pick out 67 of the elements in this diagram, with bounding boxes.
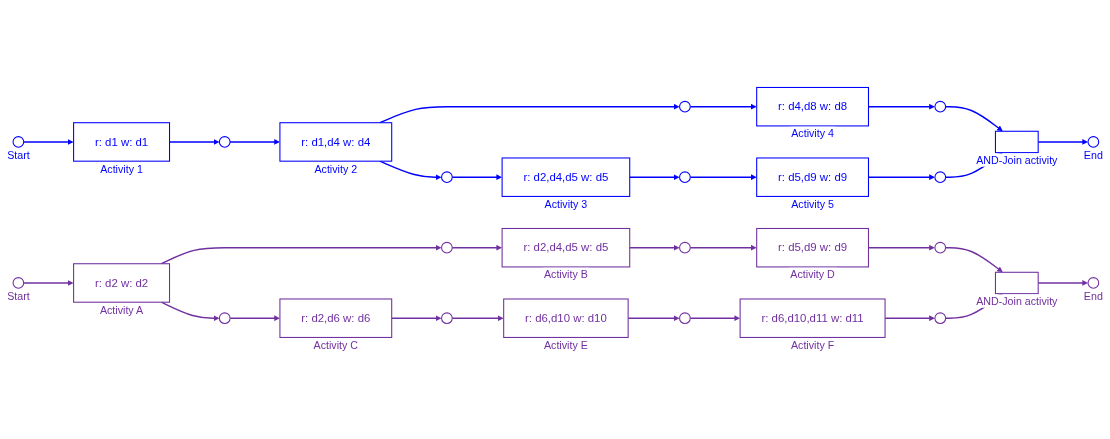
node-box: r: d2,d6 w: d6	[279, 298, 393, 338]
caption-text: AND-Join activity	[976, 295, 1058, 308]
node-box: r: d5,d9 w: d9	[756, 157, 869, 197]
node-box: r: d6,d10 w: d10	[503, 298, 629, 338]
node-box: r: d2 w: d2	[73, 263, 171, 303]
caption-text: Activity A	[99, 303, 144, 316]
node-circle	[218, 136, 231, 148]
node-circle	[12, 277, 25, 289]
arrow	[689, 244, 757, 251]
caption-text: Activity B	[543, 268, 588, 281]
node-circle	[679, 241, 691, 254]
arrow	[229, 139, 280, 145]
arrow	[160, 244, 442, 265]
arrow	[451, 315, 504, 322]
caption-text: Start	[7, 148, 30, 161]
node-circle	[934, 100, 947, 113]
caption-text: Activity D	[790, 268, 835, 281]
arrow	[379, 103, 680, 124]
caption-text: Activity 5	[791, 197, 834, 210]
node-circle	[934, 241, 947, 254]
node-circle	[441, 171, 453, 184]
node-circle	[1087, 136, 1100, 148]
node-box: r: d5,d9 w: d9	[756, 227, 869, 268]
arrow	[160, 301, 220, 322]
caption-text: Start	[7, 289, 30, 302]
node-circle	[12, 136, 25, 148]
node-box: r: d4,d8 w: d8	[756, 86, 869, 127]
node-circle	[441, 241, 453, 254]
caption-text: Activity E	[543, 338, 588, 351]
node-box: r: d2,d4,d5 w: d5	[501, 227, 631, 268]
caption-text: Activity 4	[791, 127, 834, 140]
arrow	[451, 244, 503, 251]
arrow	[391, 315, 442, 322]
arrow	[629, 174, 680, 181]
arrow	[689, 174, 757, 181]
node-circle	[934, 171, 947, 184]
arrow	[451, 174, 503, 181]
arrow	[689, 315, 741, 322]
arrow	[944, 106, 1003, 132]
node-box	[994, 130, 1039, 154]
arrow	[629, 244, 680, 251]
node-circle	[679, 312, 691, 325]
node-box: r: d1,d4 w: d4	[279, 122, 393, 162]
node-circle	[679, 171, 691, 184]
node-circle	[441, 312, 453, 325]
node-circle	[218, 312, 231, 325]
node-circle	[1087, 277, 1100, 289]
arrow	[23, 280, 74, 286]
arrow	[944, 247, 1003, 273]
caption-text: AND-Join activity	[976, 154, 1058, 167]
arrow	[229, 315, 280, 322]
arrow	[23, 139, 74, 145]
arrow	[689, 103, 757, 110]
node-box: r: d6,d10,d11 w: d11	[739, 298, 886, 338]
node-box	[994, 271, 1039, 295]
caption-text: Activity 2	[314, 162, 358, 175]
arrow	[379, 160, 442, 181]
caption-text: End	[1083, 148, 1103, 161]
node-circle	[934, 312, 947, 325]
node-box: r: d1 w: d1	[73, 122, 171, 162]
caption-text: Activity F	[790, 338, 835, 351]
node-circle	[679, 100, 691, 113]
caption-text: Activity 1	[100, 162, 143, 175]
caption-text: Activity 3	[544, 197, 588, 210]
caption-text: End	[1083, 289, 1103, 302]
caption-text: Activity C	[313, 338, 359, 351]
node-box: r: d2,d4,d5 w: d5	[501, 157, 631, 197]
